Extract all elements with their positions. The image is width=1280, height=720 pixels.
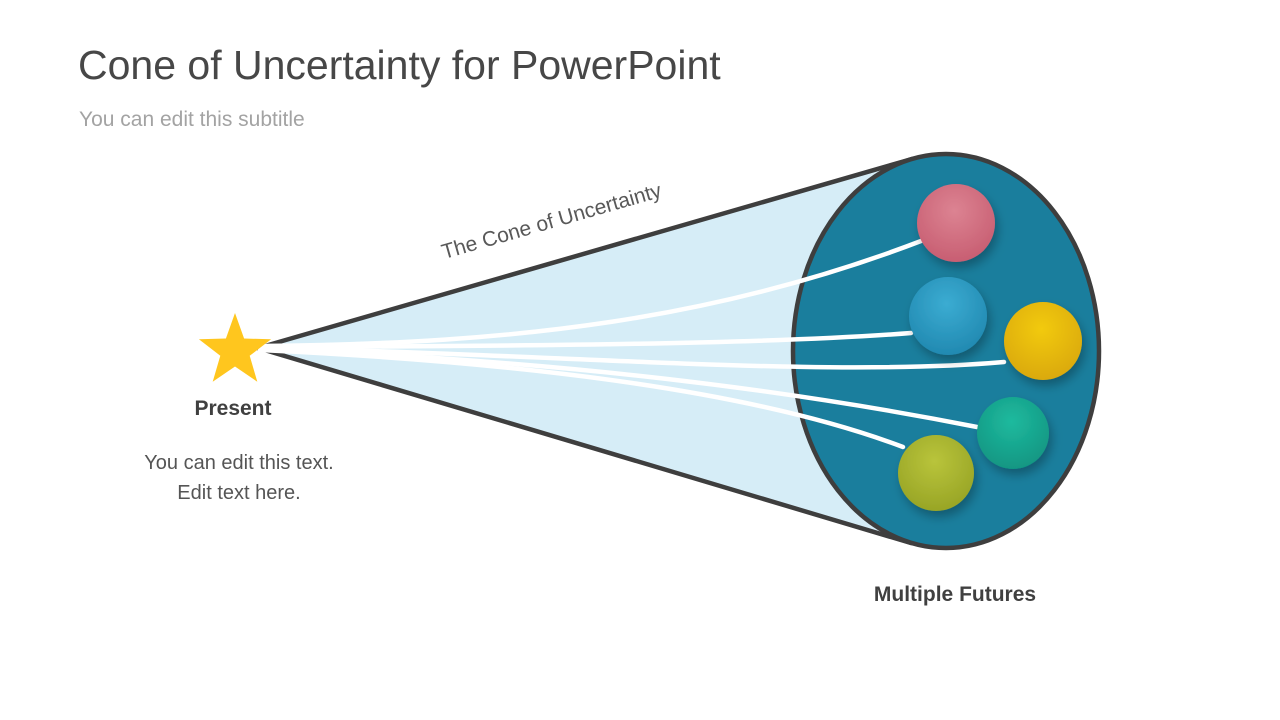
future-circle-green [977, 397, 1049, 469]
cone-shape [258, 159, 912, 543]
path-line-yellow [257, 345, 1007, 370]
future-circle-rose [917, 184, 995, 262]
future-circle-olive [898, 435, 974, 511]
futures-ellipse-outline [790, 151, 1102, 551]
path-line-green [257, 346, 980, 430]
futures-label: Multiple Futures [873, 583, 1037, 606]
slide-subtitle: You can edit this subtitle [79, 108, 305, 131]
present-note-line2: Edit text here. [177, 482, 301, 504]
cone-upper-edge [255, 156, 915, 351]
slide-title: Cone of Uncertainty for PowerPoint [78, 42, 721, 88]
future-circle-yellow [1004, 302, 1082, 380]
path-line-olive [257, 347, 906, 450]
cone-lower-edge [255, 345, 914, 546]
present-note-line1: You can edit this text. [144, 452, 334, 474]
present-star-icon [198, 313, 272, 382]
path-line-rose [257, 238, 924, 349]
path-line-blue [257, 330, 914, 350]
present-note: You can edit this text. Edit text here. [89, 448, 389, 508]
present-label: Present [194, 397, 272, 420]
future-circle-blue [909, 277, 987, 355]
